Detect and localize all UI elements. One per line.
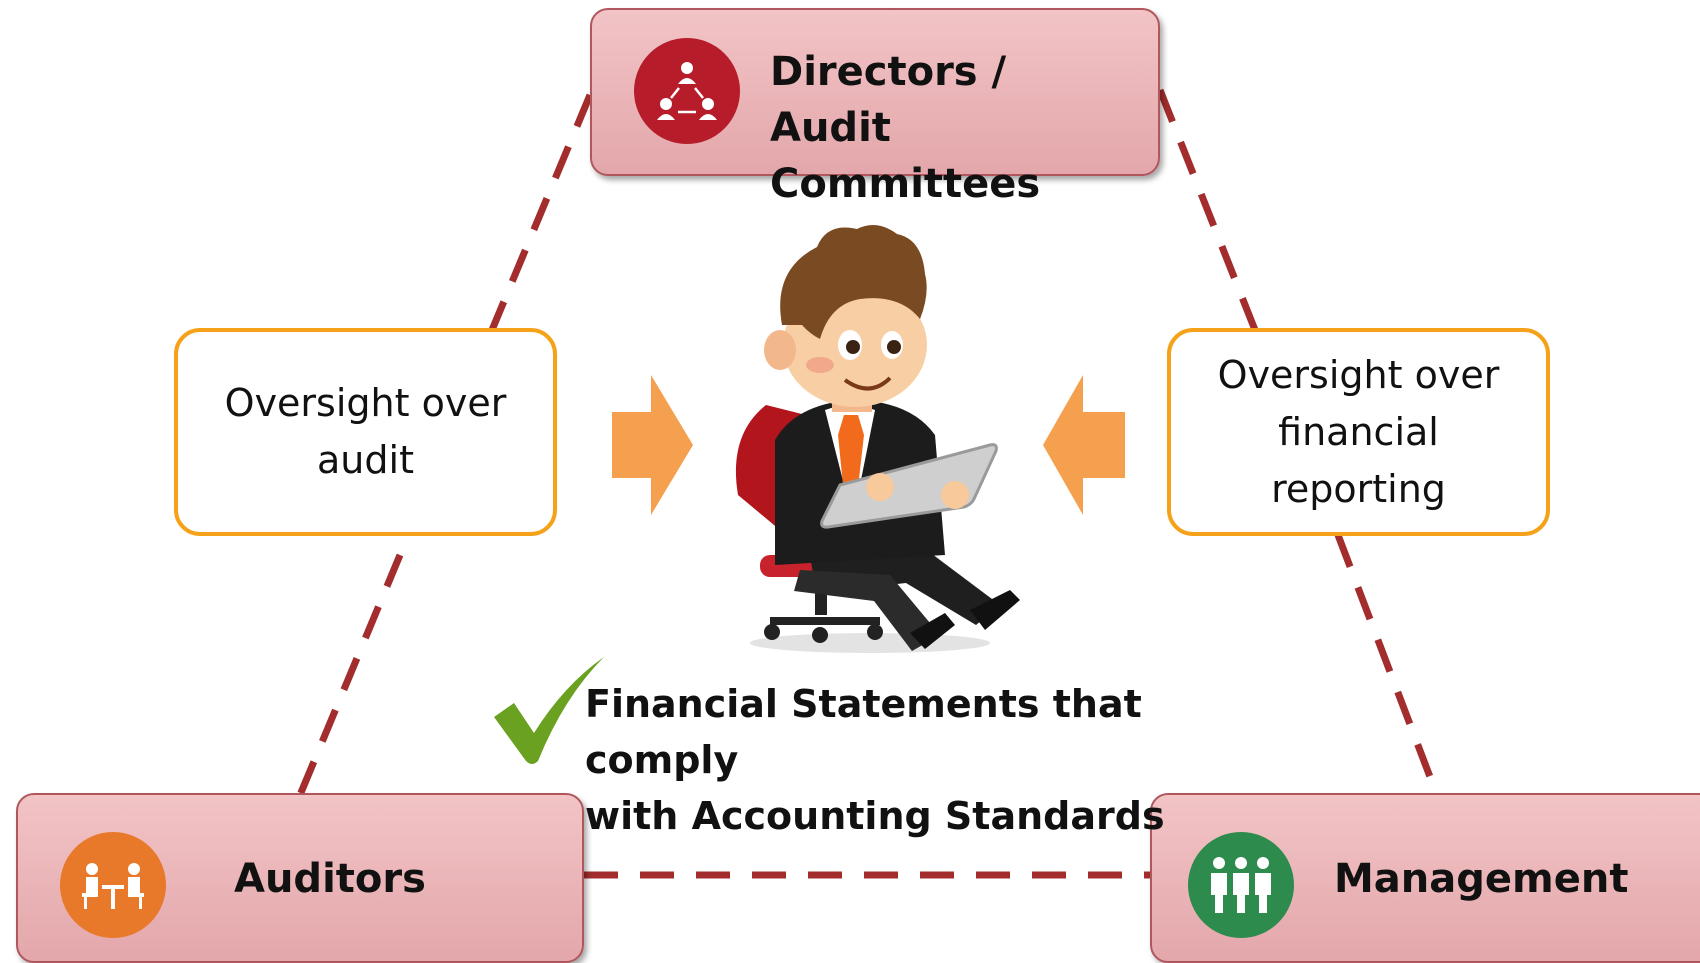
directors-node: Directors / Audit Committees: [590, 8, 1160, 207]
line-directors-management-lower: [1334, 533, 1439, 792]
oversight-audit-box: Oversight over audit: [174, 328, 557, 536]
businessman-tablet-illustration: [735, 225, 1020, 653]
auditors-node: Auditors: [16, 793, 584, 963]
line-directors-management-upper: [1156, 88, 1259, 332]
outcome-caption: Financial Statements that comply with Ac…: [585, 676, 1305, 844]
team-group-icon: [1188, 832, 1294, 938]
oversight-reporting-line2: financial: [1278, 409, 1439, 454]
management-node: Management: [1150, 793, 1700, 963]
oversight-reporting-box: Oversight over financial reporting: [1167, 328, 1550, 536]
auditors-label: Auditors: [234, 856, 426, 902]
outcome-line1: Financial Statements that comply: [585, 682, 1142, 782]
arrow-right-icon: [612, 375, 693, 515]
directors-label-line1: Directors /: [770, 49, 1007, 95]
oversight-audit-line1: Oversight over: [224, 381, 507, 425]
committee-cycle-icon: [634, 38, 740, 144]
directors-label-line2: Audit Committees: [770, 105, 1041, 207]
outcome-line2: with Accounting Standards: [585, 794, 1165, 838]
oversight-reporting-line1: Oversight over: [1217, 352, 1500, 397]
line-directors-auditors-upper: [488, 93, 594, 332]
meeting-table-icon: [60, 832, 166, 938]
line-directors-auditors-lower: [296, 553, 404, 797]
arrow-left-icon: [1043, 375, 1125, 515]
directors-label: Directors / Audit Committees: [770, 44, 1158, 212]
checkmark-icon: [494, 657, 604, 764]
management-label: Management: [1334, 856, 1629, 902]
oversight-audit-line2: audit: [317, 438, 414, 482]
oversight-reporting-line3: reporting: [1271, 466, 1446, 511]
